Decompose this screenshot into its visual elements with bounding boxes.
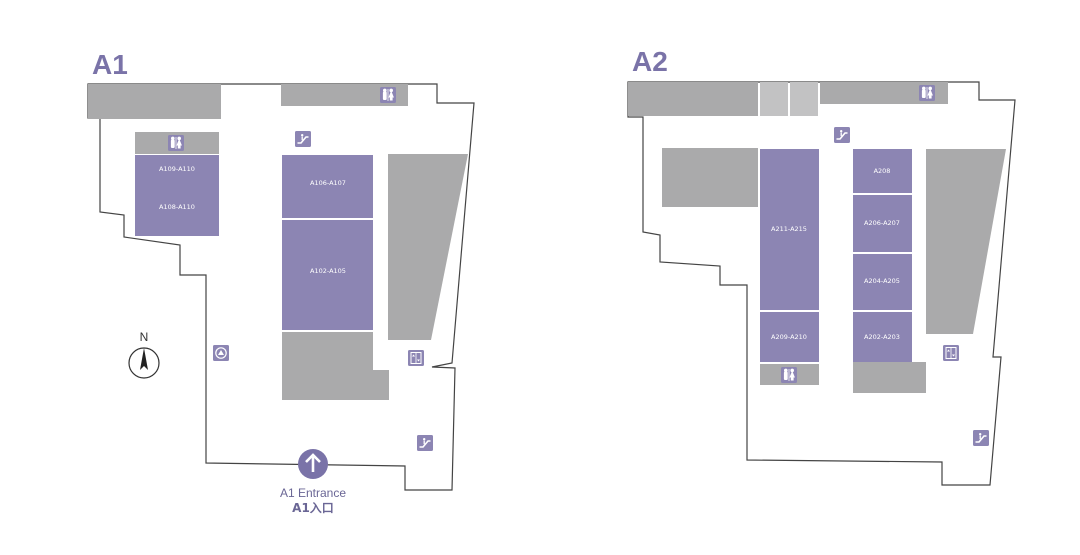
floor-a2-title: A2 [632, 46, 668, 77]
service-block [662, 148, 758, 207]
room-a204-a205[interactable] [853, 254, 912, 310]
service-block [853, 362, 926, 393]
room-a211-a215[interactable] [760, 149, 819, 310]
escalator-icon [833, 126, 851, 144]
entrance-label-cn: A1入口 [292, 501, 334, 515]
entrance-button[interactable] [298, 449, 328, 479]
arrow-up-icon [305, 453, 321, 472]
escalator-icon [416, 434, 434, 452]
room-label: A209-A210 [771, 333, 807, 341]
elevator-icon [942, 344, 960, 362]
room-label: A109-A110 [159, 165, 195, 173]
service-block [790, 82, 818, 116]
room-a206-a207[interactable] [853, 195, 912, 252]
escalator-icon [294, 130, 312, 148]
compass-icon [128, 347, 160, 379]
stairs-icon [212, 344, 230, 362]
elevator-icon [407, 349, 425, 367]
room-label: A108-A110 [159, 203, 195, 211]
room-a106-a107[interactable] [282, 155, 373, 218]
service-block [88, 84, 221, 119]
room-label: A211-A215 [771, 225, 807, 233]
room-a202-a203[interactable] [853, 312, 912, 362]
floor-a2: A2 A211-A215 A209-A210 A208 A206-A207 A2… [627, 46, 1016, 486]
room-a208[interactable] [853, 149, 912, 193]
service-block [388, 154, 468, 340]
room-a109-a110[interactable] [135, 155, 219, 236]
room-a209-a210[interactable] [760, 312, 819, 362]
entrance-label-en: A1 Entrance [280, 486, 346, 500]
service-block [628, 82, 758, 116]
restroom-icon [918, 84, 936, 102]
floor-a1: A1 A109-A110 A108-A110 A106-A107 A102-A1… [87, 49, 475, 515]
floor-a1-title: A1 [92, 49, 128, 80]
compass-north-label: N [140, 330, 149, 344]
service-block [820, 82, 948, 104]
escalator-icon [972, 429, 990, 447]
service-block [282, 332, 389, 400]
room-label: A204-A205 [864, 277, 900, 285]
restroom-icon [167, 134, 185, 152]
service-block [926, 149, 1006, 334]
room-a102-a105[interactable] [282, 220, 373, 330]
room-label: A202-A203 [864, 333, 900, 341]
room-label: A206-A207 [864, 219, 900, 227]
room-label: A208 [874, 167, 891, 175]
restroom-icon [780, 366, 798, 384]
service-block [760, 82, 788, 116]
room-label: A102-A105 [310, 267, 346, 275]
service-block [281, 84, 408, 106]
restroom-icon [379, 86, 397, 104]
room-label: A106-A107 [310, 179, 346, 187]
